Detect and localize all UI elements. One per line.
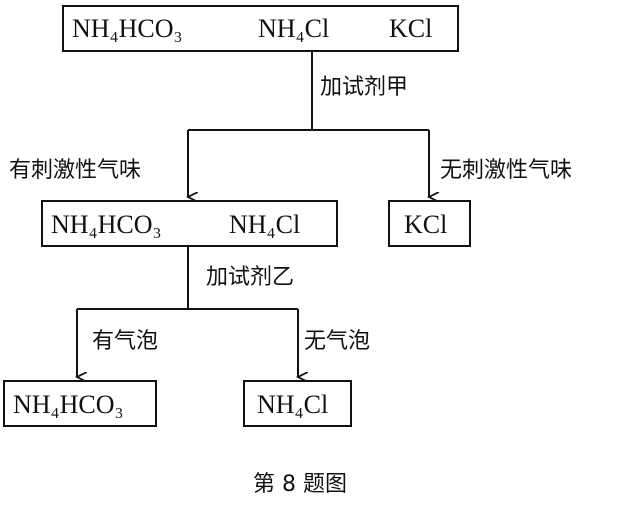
bottom-right-item-1: NH₄Cl [257,390,329,419]
bottom-right-box: NH₄Cl [243,380,352,427]
top-box-item-3: KCl [389,14,433,43]
middle-left-box: NH₄HCO₃ NH₄Cl [41,200,338,247]
left-result-1-label: 有刺激性气味 [9,158,142,183]
top-box: NH₄HCO₃ NH₄Cl KCl [62,5,459,52]
top-box-item-1: NH₄HCO₃ [72,14,183,43]
bottom-left-item-1: NH₄HCO₃ [13,390,124,419]
reagent-2-label: 加试剂乙 [206,265,295,290]
right-result-1-label: 无刺激性气味 [440,158,573,183]
figure-caption: 第 8 题图 [253,472,347,497]
middle-right-item-1: KCl [404,210,448,239]
bottom-left-box: NH₄HCO₃ [3,380,157,427]
middle-left-item-1: NH₄HCO₃ [51,210,162,239]
middle-right-box: KCl [388,200,471,247]
right-result-2-label: 无气泡 [304,329,371,354]
middle-left-item-2: NH₄Cl [229,210,301,239]
reagent-1-label: 加试剂甲 [320,75,409,100]
left-result-2-label: 有气泡 [92,329,159,354]
top-box-item-2: NH₄Cl [258,14,330,43]
